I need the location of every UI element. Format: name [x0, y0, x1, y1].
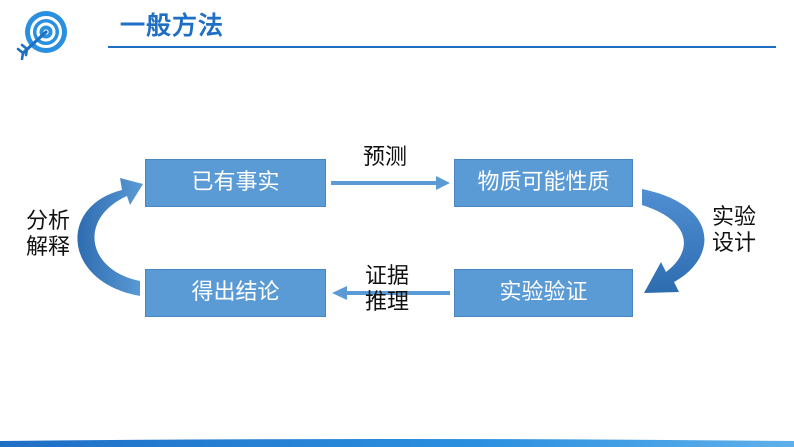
evidence-reasoning-line-1: 证据 [365, 264, 410, 289]
predict-label: 预测 [363, 145, 408, 170]
predict-arrow [331, 176, 450, 190]
possible-properties-box: 物质可能性质 [454, 159, 633, 207]
experiment-design-line-2: 设计 [712, 230, 757, 256]
page-title: 一般方法 [120, 11, 225, 40]
bottom-decorative-bar [0, 439, 794, 447]
analyze-explain-label: 分析 解释 [26, 209, 70, 261]
evidence-reasoning-label: 证据 推理 [365, 264, 409, 316]
evidence-reasoning-line-2: 推理 [365, 289, 410, 315]
experimental-verification-box: 实验验证 [454, 269, 633, 317]
draw-conclusion-box: 得出结论 [145, 269, 326, 317]
explain-curved-arrow [77, 178, 143, 296]
target-logo-icon [16, 11, 67, 60]
design-curved-arrow [642, 189, 705, 293]
analyze-explain-line-1: 分析 [26, 209, 71, 234]
experiment-design-line-1: 实验 [712, 205, 757, 230]
experiment-design-label: 实验 设计 [712, 205, 756, 257]
existing-facts-box: 已有事实 [145, 159, 326, 207]
reasoning-arrow [332, 286, 450, 300]
analyze-explain-line-2: 解释 [26, 234, 71, 260]
title-divider [108, 46, 776, 48]
